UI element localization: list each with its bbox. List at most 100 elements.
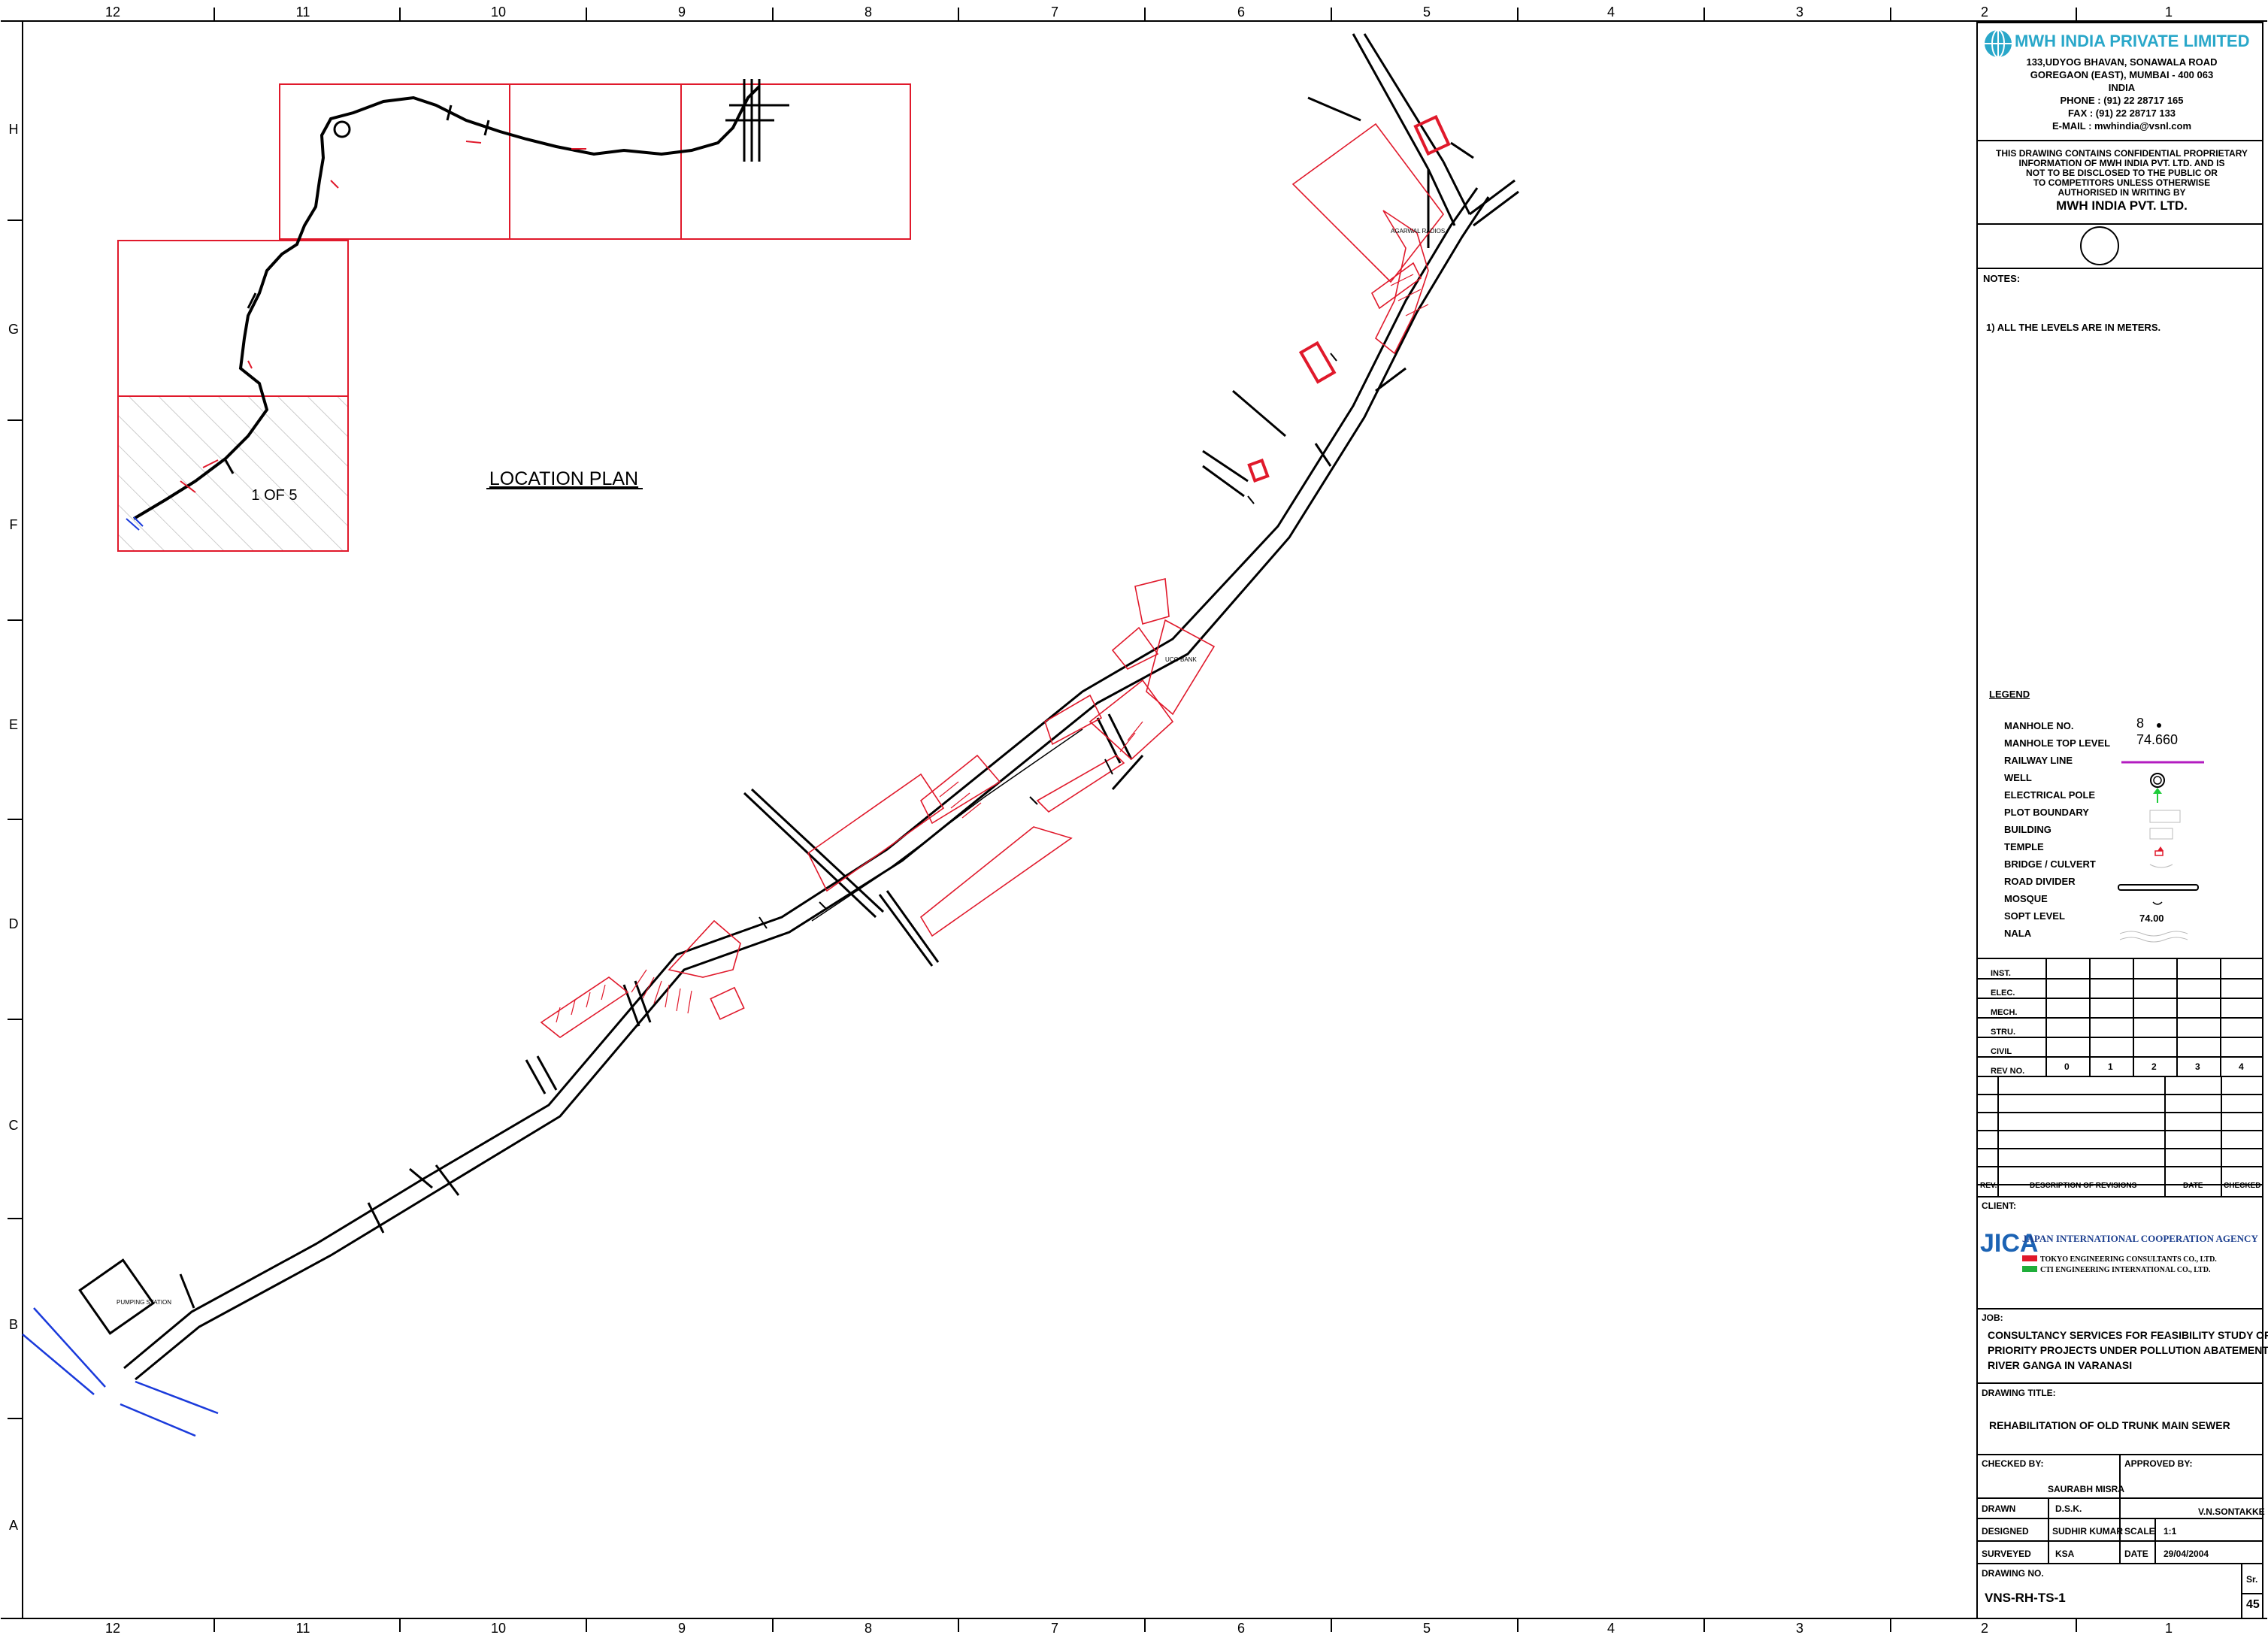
legend-sopt-level: SOPT LEVEL — [2004, 910, 2065, 922]
signoff-row-inst: INST. — [1991, 969, 2011, 978]
confidential-line: INFORMATION OF MWH INDIA PVT. LTD. AND I… — [2018, 158, 2225, 168]
client-label: CLIENT: — [1982, 1200, 2016, 1211]
col-label-4: 4 — [1607, 5, 1615, 20]
legend-manhole-level: MANHOLE TOP LEVEL — [2004, 737, 2111, 749]
legend-nala: NALA — [2004, 928, 2032, 939]
job-line: RIVER GANGA IN VARANASI — [1988, 1359, 2133, 1371]
signoff-rows: INST. ELEC. MECH. STRU. CIVIL REV NO. — [1991, 964, 2024, 1081]
map-label-pumping: PUMPING STATION — [117, 1299, 171, 1306]
sheet-index-boxes — [117, 83, 911, 552]
surveyed-value: KSA — [2055, 1549, 2075, 1559]
job-label: JOB: — [1982, 1313, 2003, 1323]
confidential-line: AUTHORISED IN WRITING BY — [2058, 187, 2186, 198]
signoff-row-mech: MECH. — [1991, 1008, 2018, 1017]
legend-building: BUILDING — [2004, 824, 2051, 835]
notes-heading: NOTES: — [1983, 273, 2021, 284]
client-agency: JAPAN INTERNATIONAL COOPERATION AGENCY — [2022, 1233, 2258, 1244]
legend-railway-line: RAILWAY LINE — [2004, 755, 2073, 766]
signoff-col-0: 0 — [2064, 1061, 2070, 1072]
col-label-6: 6 — [1237, 5, 1245, 20]
col-label-8: 8 — [865, 5, 872, 20]
col-label-1: 1 — [2165, 5, 2173, 20]
company-address-block: 133,UDYOG BHAVAN, SONAWALA ROAD GOREGAON… — [1985, 56, 2259, 132]
sheet-border — [1, 20, 2267, 1619]
plot-boundaries — [540, 123, 1445, 1038]
row-label-g: G — [8, 322, 19, 337]
sheet-label: 1 OF 5 — [251, 487, 297, 504]
signoff-col-2: 2 — [2151, 1061, 2157, 1072]
col-label-bottom-10: 10 — [491, 1621, 506, 1636]
column-ticks — [213, 8, 2077, 1632]
company-fax: FAX : (91) 22 28717 133 — [2067, 107, 2176, 119]
confidential-line: TO COMPETITORS UNLESS OTHERWISE — [2033, 177, 2211, 188]
confidential-line: THIS DRAWING CONTAINS CONFIDENTIAL PROPR… — [1996, 148, 2248, 159]
col-label-7: 7 — [1051, 5, 1058, 20]
road-plan — [78, 33, 1519, 1381]
designed-value: SUDHIR KUMAR — [2052, 1526, 2123, 1537]
row-label-h: H — [9, 122, 19, 137]
col-label-bottom-9: 9 — [678, 1621, 686, 1636]
company-logo-icon — [1985, 29, 2012, 58]
road-divider — [811, 728, 1083, 922]
signoff-row-stru: STRU. — [1991, 1028, 2015, 1037]
approved-by-label: APPROVED BY: — [2124, 1458, 2193, 1469]
scale-label: SCALE — [2124, 1526, 2155, 1537]
client-consultant-1: TOKYO ENGINEERING CONSULTANTS CO., LTD. — [2040, 1255, 2217, 1264]
stamp-circle — [2080, 226, 2119, 265]
buildings — [1247, 114, 1451, 483]
location-plan-label: LOCATION PLAN — [489, 468, 638, 489]
row-label-a: A — [9, 1518, 18, 1533]
col-label-bottom-1: 1 — [2165, 1621, 2173, 1636]
company-address-2: GOREGAON (EAST), MUMBAI - 400 063 — [2030, 69, 2214, 80]
col-label-bottom-6: 6 — [1237, 1621, 1245, 1636]
col-label-bottom-2: 2 — [1981, 1621, 1988, 1636]
revisions-date: DATE — [2183, 1182, 2203, 1190]
col-label-bottom-3: 3 — [1796, 1621, 1803, 1636]
col-label-bottom-4: 4 — [1607, 1621, 1615, 1636]
confidential-notice: THIS DRAWING CONTAINS CONFIDENTIAL PROPR… — [1985, 149, 2259, 214]
col-label-bottom-12: 12 — [105, 1621, 120, 1636]
sr-value: 45 — [2246, 1598, 2260, 1611]
key-plan-route — [132, 85, 761, 520]
key-plan-red-marks — [180, 141, 586, 493]
nala-lines — [22, 1307, 219, 1437]
legend-road-divider: ROAD DIVIDER — [2004, 876, 2076, 887]
legend-heading: LEGEND — [1989, 689, 2030, 700]
client-consultant-2: CTI ENGINEERING INTERNATIONAL CO., LTD. — [2040, 1266, 2211, 1274]
signoff-row-civil: CIVIL — [1991, 1047, 2012, 1056]
signoff-col-4: 4 — [2239, 1061, 2244, 1072]
col-label-bottom-11: 11 — [296, 1621, 310, 1636]
drawn-label: DRAWN — [1982, 1503, 2016, 1514]
signoff-row-elec: ELEC. — [1991, 989, 2015, 998]
confidential-authority: MWH INDIA PVT. LTD. — [2056, 198, 2188, 213]
company-email: E-MAIL : mwhindia@vsnl.com — [2051, 120, 2192, 132]
job-line: PRIORITY PROJECTS UNDER POLLUTION ABATEM… — [1988, 1344, 2268, 1356]
legend-mosque: MOSQUE — [2004, 893, 2048, 904]
revisions-description: DESCRIPTION OF REVISIONS — [2030, 1182, 2137, 1190]
legend-symbols — [2118, 723, 2204, 943]
svg-text:JICA: JICA — [1980, 1229, 2038, 1258]
key-plan-ticks — [224, 79, 789, 474]
legend-sopt-value: 74.00 — [2139, 913, 2164, 924]
drawing-title-value: REHABILITATION OF OLD TRUNK MAIN SEWER — [1989, 1419, 2230, 1431]
company-name: MWH INDIA PRIVATE LIMITED — [2015, 32, 2250, 50]
row-label-f: F — [10, 517, 18, 532]
scale-value: 1:1 — [2164, 1526, 2177, 1537]
signoff-col-1: 1 — [2108, 1061, 2113, 1072]
main-road-edge-south — [135, 196, 1490, 1381]
col-label-bottom-7: 7 — [1051, 1621, 1058, 1636]
col-label-bottom-5: 5 — [1423, 1621, 1431, 1636]
row-label-c: C — [9, 1118, 19, 1133]
title-block-frame — [1976, 22, 2263, 1619]
col-label-2: 2 — [1981, 5, 1988, 20]
signoff-rev-no: REV NO. — [1991, 1067, 2025, 1076]
checked-by-label: CHECKED BY: — [1982, 1458, 2044, 1469]
surveyed-label: SURVEYED — [1982, 1549, 2031, 1559]
legend-electrical-pole: ELECTRICAL POLE — [2004, 789, 2096, 801]
sewer-ticks — [759, 353, 1337, 929]
row-ticks — [8, 220, 23, 1419]
legend-list: MANHOLE NO. MANHOLE TOP LEVEL RAILWAY LI… — [2004, 717, 2110, 942]
designed-label: DESIGNED — [1982, 1526, 2029, 1537]
col-label-bottom-8: 8 — [865, 1621, 872, 1636]
